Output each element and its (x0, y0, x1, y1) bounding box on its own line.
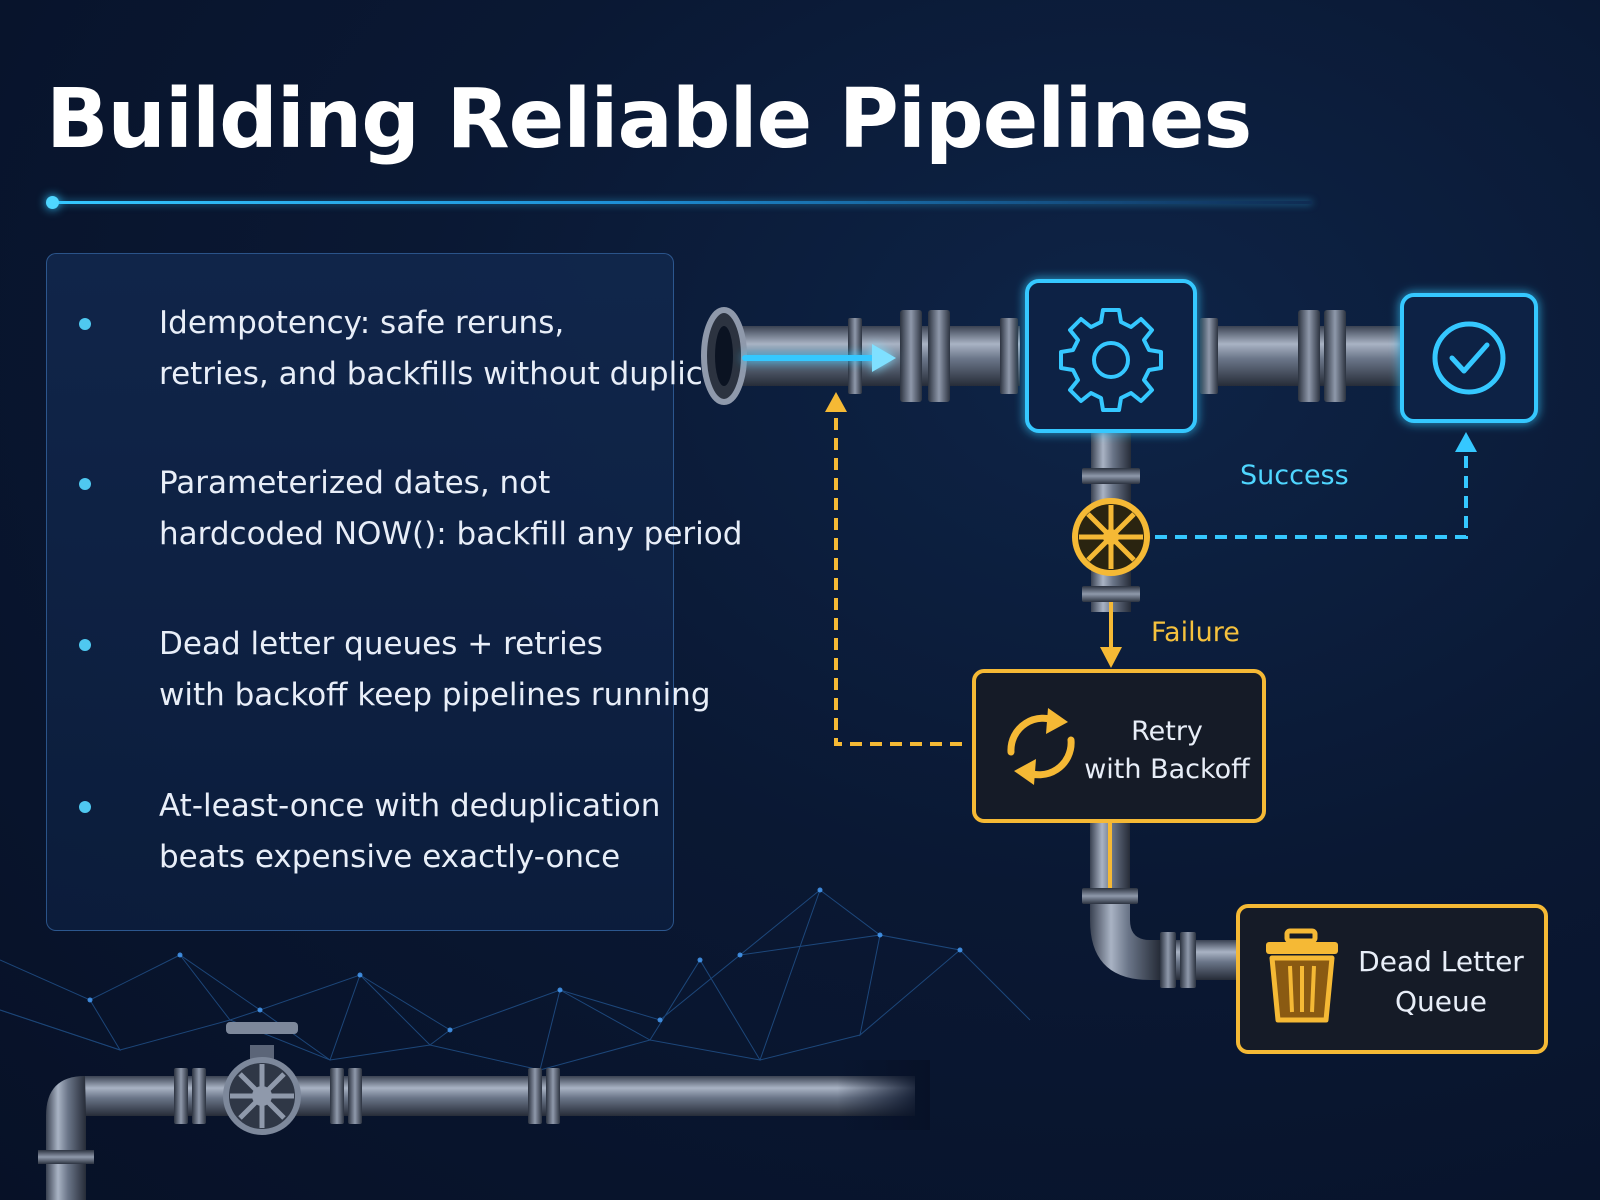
page-title: Building Reliable Pipelines (46, 72, 1252, 167)
success-arrowhead (1455, 432, 1477, 452)
gear-icon (1059, 308, 1163, 412)
bullet-line: At-least-once with deduplication (159, 788, 661, 824)
title-underline-dot (46, 196, 59, 209)
process-box (1025, 279, 1197, 433)
retry-loop-arrowhead (825, 392, 847, 412)
success-label: Success (1240, 460, 1349, 491)
failure-label: Failure (1151, 617, 1240, 648)
success-path (1155, 452, 1468, 539)
bullet-dot (79, 478, 91, 490)
failure-path (1100, 602, 1122, 668)
decorative-bottom-pipe (38, 1022, 930, 1200)
bullet-line: beats expensive exactly-once (159, 839, 621, 875)
bullet-dot (79, 318, 91, 330)
bullet-line: with backoff keep pipelines running (159, 677, 711, 713)
dead-letter-queue-box: Dead Letter Queue (1236, 904, 1548, 1054)
title-underline (52, 201, 1312, 204)
success-box (1400, 293, 1538, 423)
bullet-line: hardcoded NOW(): backfill any period (159, 516, 743, 552)
bullet-item-dead-letter-queues: Dead letter queues + retries with backof… (79, 619, 711, 721)
valve-wheel-icon (1072, 498, 1150, 576)
bullet-card: Idempotency: safe reruns, retries, and b… (46, 253, 769, 931)
bullet-item-parameterized-dates: Parameterized dates, not hardcoded NOW()… (79, 458, 743, 560)
dlq-label-line2: Queue (1395, 985, 1487, 1018)
bullet-item-at-least-once: At-least-once with deduplication beats e… (79, 781, 661, 883)
retry-label-line1: Retry (1131, 716, 1203, 747)
refresh-arrowhead (1014, 759, 1036, 785)
background-network-mesh (0, 889, 1031, 1071)
trash-bin-icon (1266, 928, 1338, 1023)
background-network-nodes (87, 887, 963, 1033)
flow-arrow (742, 344, 896, 372)
dlq-label-line1: Dead Letter (1358, 945, 1524, 978)
retry-loop-path (834, 412, 962, 746)
retry-label-line2: with Backoff (1084, 754, 1251, 785)
dlq-pipe (1082, 823, 1240, 988)
retry-box: Retry with Backoff (972, 669, 1266, 823)
bullet-line: Dead letter queues + retries (159, 626, 603, 662)
bullet-line: Idempotency: safe reruns, (159, 305, 565, 341)
bullet-dot (79, 801, 91, 813)
refresh-arrowhead (1046, 708, 1068, 734)
bullet-line: Parameterized dates, not (159, 465, 551, 501)
bullet-dot (79, 639, 91, 651)
check-circle-icon (1432, 321, 1506, 395)
